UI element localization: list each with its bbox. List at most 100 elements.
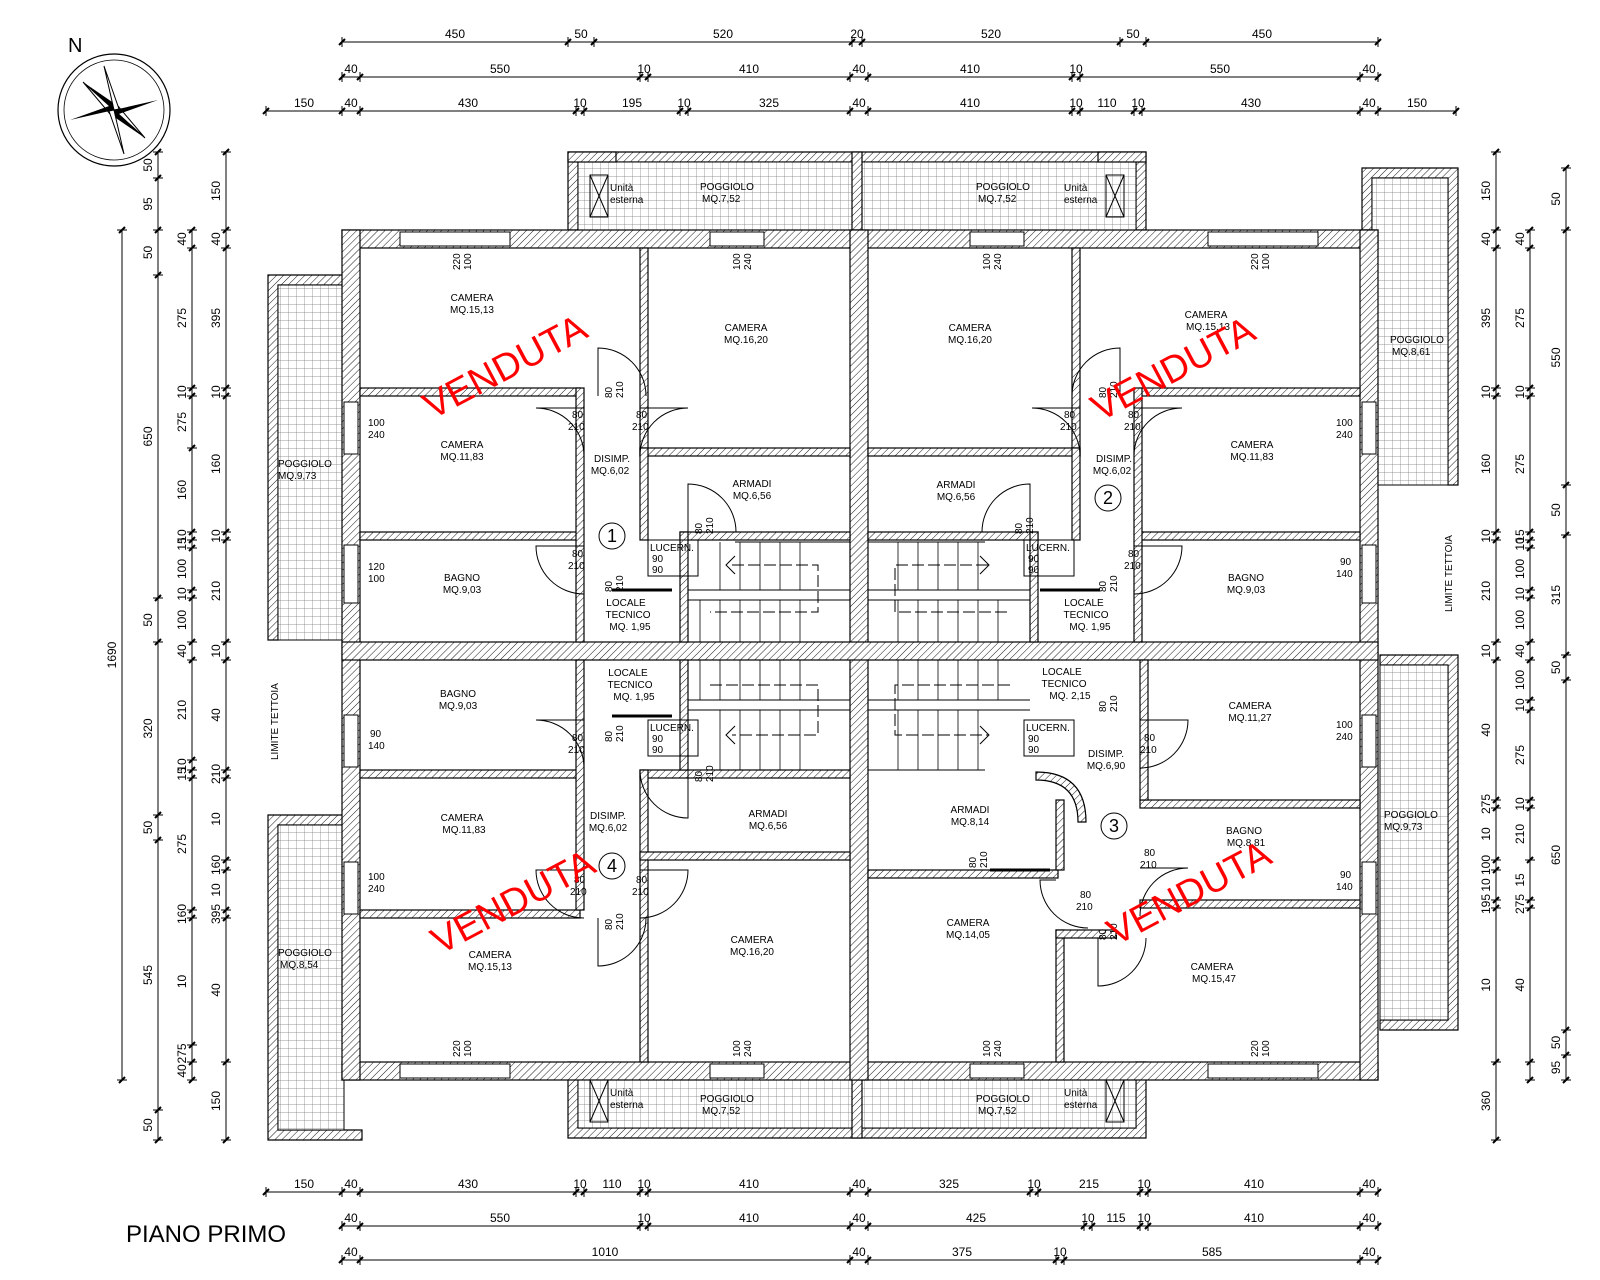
svg-text:90: 90 (1028, 565, 1040, 576)
compass-star-icon (83, 82, 118, 110)
svg-text:210: 210 (568, 561, 585, 572)
dimension-tick (1052, 1256, 1060, 1264)
dimension-tick (1526, 706, 1534, 714)
room-area: MQ.6,02 (589, 823, 628, 834)
dimension-tick (154, 1136, 162, 1144)
svg-text:100: 100 (368, 872, 385, 883)
svg-text:240: 240 (1336, 430, 1353, 441)
dimension-label: 10 (175, 385, 189, 399)
dimension-label: 10 (1069, 96, 1083, 110)
svg-text:POGGIOLO: POGGIOLO (700, 1094, 754, 1105)
room-area: MQ.15,13 (450, 305, 494, 316)
room-area: MQ.9,03 (1227, 585, 1266, 596)
dimension-label: 10 (1513, 587, 1527, 601)
dimension-label: 10 (677, 96, 691, 110)
room-name: CAMERA (469, 950, 512, 961)
svg-text:220: 220 (452, 253, 463, 270)
svg-text:210: 210 (568, 745, 585, 756)
dimension-tick (1526, 896, 1534, 904)
dimension-label: 95 (141, 197, 155, 211)
dimension-tick (222, 766, 230, 774)
dimension-tick (222, 536, 230, 544)
svg-text:100: 100 (732, 253, 743, 270)
svg-text:80: 80 (636, 875, 648, 886)
dimension-tick (188, 536, 196, 544)
dimension-label: 150 (209, 181, 223, 201)
dimension-label: 10 (1131, 96, 1145, 110)
dimension-label: 40 (1513, 978, 1527, 992)
svg-text:220: 220 (1250, 1040, 1261, 1057)
dimension-tick (1526, 544, 1534, 552)
dimension-label: 150 (294, 96, 314, 110)
room-area: MQ.11,83 (440, 452, 484, 463)
dimension-label: 40 (1362, 1211, 1376, 1225)
dimension-tick (356, 1222, 364, 1230)
dimension-tick (1492, 1058, 1500, 1066)
room-name: CAMERA (1229, 701, 1272, 712)
dimension-tick (636, 73, 644, 81)
room-area: MQ.6,56 (937, 492, 976, 503)
dimension-tick (338, 73, 346, 81)
dimension-label: 10 (637, 1211, 651, 1225)
dimension-tick (222, 1136, 230, 1144)
dimension-tick (1068, 107, 1076, 115)
svg-text:210: 210 (1140, 860, 1157, 871)
dimension-tick (1526, 804, 1534, 812)
dimension-tick (222, 656, 230, 664)
svg-text:220: 220 (1250, 253, 1261, 270)
svg-text:MQ.9,73: MQ.9,73 (278, 471, 317, 482)
dimension-label: 10 (1479, 878, 1493, 892)
dimension-tick (188, 1058, 196, 1066)
dimension-tick (188, 244, 196, 252)
dimension-tick (1492, 392, 1500, 400)
room-area: MQ.6,56 (733, 491, 772, 502)
dimension-label: 50 (1549, 661, 1563, 675)
dimension-tick (1526, 1076, 1534, 1084)
dimension-tick (1526, 796, 1534, 804)
svg-text:100: 100 (982, 253, 993, 270)
dimension-tick (1526, 586, 1534, 594)
room-name: CAMERA (441, 440, 484, 451)
dimension-label: 115 (1106, 1211, 1125, 1225)
room-area: MQ.6,02 (591, 466, 630, 477)
svg-text:120: 120 (368, 562, 385, 573)
svg-text:210: 210 (1140, 745, 1157, 756)
dimension-label: 275 (1513, 308, 1527, 328)
svg-text:140: 140 (1336, 882, 1353, 893)
room-name: BAGNO (1228, 573, 1264, 584)
dimension-label: 10 (175, 587, 189, 601)
stairs (612, 541, 1100, 872)
dimension-tick (846, 1222, 854, 1230)
dimension-label: 375 (952, 1245, 972, 1259)
dimension-tick (1526, 536, 1534, 544)
dimension-label: 100 (175, 559, 189, 579)
dimension-label: 430 (1241, 96, 1261, 110)
dimension-tick (188, 226, 196, 234)
dimension-label: 40 (852, 1245, 866, 1259)
svg-text:MQ.7,52: MQ.7,52 (702, 1106, 741, 1117)
dimension-label: 425 (966, 1211, 986, 1225)
svg-text:210: 210 (1109, 381, 1120, 398)
dimension-label: 275 (175, 308, 189, 328)
dimension-label: 160 (175, 904, 189, 924)
dimension-label: 100 (1479, 855, 1493, 875)
svg-text:MQ.9,73: MQ.9,73 (1384, 822, 1423, 833)
dimension-label: 10 (573, 1177, 587, 1191)
dimension-tick (1526, 528, 1534, 536)
dimension-tick (1144, 1188, 1152, 1196)
room-name: TECNICO (1064, 610, 1109, 621)
dimension-tick (1492, 796, 1500, 804)
dimension-label: 40 (209, 983, 223, 997)
dimension-tick (188, 914, 196, 922)
dimension-label: 10 (637, 62, 651, 76)
dimension-tick (846, 73, 854, 81)
room-name: ARMADI (749, 809, 788, 820)
svg-text:210: 210 (979, 851, 990, 868)
svg-text:240: 240 (743, 1040, 754, 1057)
svg-text:210: 210 (705, 765, 716, 782)
svg-text:80: 80 (694, 522, 705, 534)
dimension-tick (1492, 866, 1500, 874)
svg-text:210: 210 (570, 887, 587, 898)
sold-stamp: VENDUTA (1101, 833, 1279, 954)
